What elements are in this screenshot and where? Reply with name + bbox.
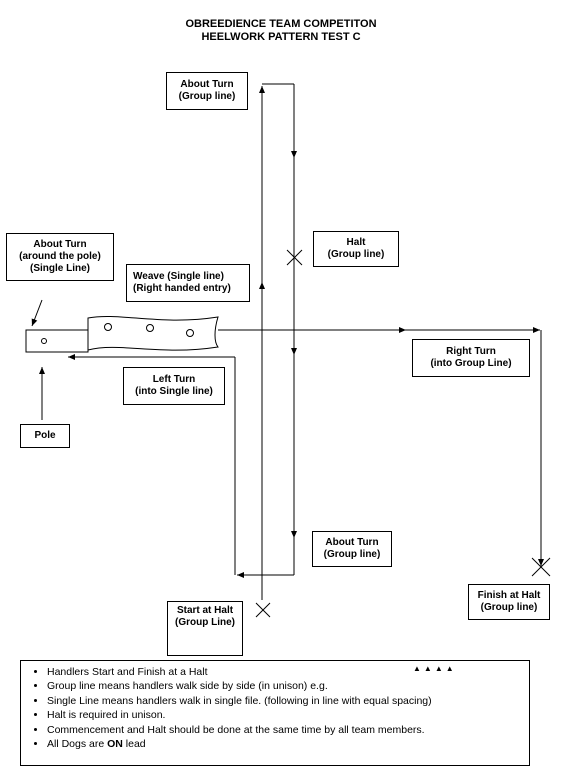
left-turn-title: Left Turn (152, 374, 196, 385)
about-turn-top-label: About Turn (Group line) (166, 72, 248, 110)
diagram-title-line1: OBREEDIENCE TEAM COMPETITON (185, 18, 377, 30)
about-turn-pole-subtitle: (around the pole) (19, 251, 101, 262)
notes-box: ▲▲▲▲ Handlers Start and Finish at a Halt… (20, 660, 530, 766)
about-turn-pole-arrow (31, 299, 43, 327)
note-item: Single Line means handlers walk in singl… (47, 694, 529, 708)
note-item: Handlers Start and Finish at a Halt (47, 665, 529, 679)
note-last-suffix: lead (122, 738, 146, 751)
left-turn-label: Left Turn (into Single line) (123, 367, 225, 405)
about-turn-pole-mode: (Single Line) (30, 263, 90, 274)
right-turn-label: Right Turn (into Group Line) (412, 339, 530, 377)
about-turn-bottom-title: About Turn (325, 537, 379, 548)
about-turn-bottom-label: About Turn (Group line) (312, 531, 392, 567)
diagram-title-line2: HEELWORK PATTERN TEST C (201, 31, 361, 43)
start-title: Start at Halt (176, 605, 234, 616)
start-label: Start at Halt (Group Line) (167, 601, 243, 656)
finish-label: Finish at Halt (Group line) (468, 584, 550, 620)
halt-marker (286, 249, 303, 266)
note-last-prefix: All Dogs are (47, 738, 108, 751)
note-item-last: All Dogs are ON lead (47, 737, 529, 751)
halt-subtitle: (Group line) (327, 249, 385, 260)
about-turn-pole-label: About Turn (around the pole) (Single Lin… (6, 233, 114, 281)
weave-title: Weave (Single line) (133, 271, 224, 282)
about-turn-top-title: About Turn (180, 79, 234, 90)
weave-pole-shape (87, 315, 219, 351)
halt-label: Halt (Group line) (313, 231, 399, 267)
halt-title: Halt (346, 237, 366, 248)
finish-subtitle: (Group line) (480, 602, 538, 613)
note-item: Commencement and Halt should be done at … (47, 723, 529, 737)
pole-board (25, 329, 89, 353)
weave-label: Weave (Single line) (Right handed entry) (126, 264, 250, 302)
pole-label-text: Pole (34, 430, 56, 441)
start-halt-marker (255, 602, 271, 618)
start-subtitle: (Group Line) (175, 617, 235, 628)
about-turn-top-subtitle: (Group line) (178, 91, 236, 102)
pole-hole-3 (146, 324, 154, 332)
pole-hole-2 (104, 323, 112, 331)
pole-hole-1 (41, 338, 47, 344)
about-turn-pole-title: About Turn (33, 239, 87, 250)
note-item: Halt is required in unison. (47, 708, 529, 722)
note-last-bold: ON (107, 738, 123, 751)
pole-hole-4 (186, 329, 194, 337)
note-item: Group line means handlers walk side by s… (47, 679, 529, 693)
finish-title: Finish at Halt (477, 590, 541, 601)
group-line-example-arrows: ▲▲▲▲ (413, 664, 457, 673)
left-turn-subtitle: (into Single line) (135, 386, 213, 397)
right-turn-title: Right Turn (446, 346, 496, 357)
finish-halt-marker (531, 557, 551, 577)
about-turn-bottom-subtitle: (Group line) (323, 549, 381, 560)
pole-label: Pole (20, 424, 70, 448)
notes-list: Handlers Start and Finish at a Halt Grou… (21, 665, 529, 751)
weave-subtitle: (Right handed entry) (133, 283, 231, 294)
right-turn-subtitle: (into Group Line) (430, 358, 512, 369)
